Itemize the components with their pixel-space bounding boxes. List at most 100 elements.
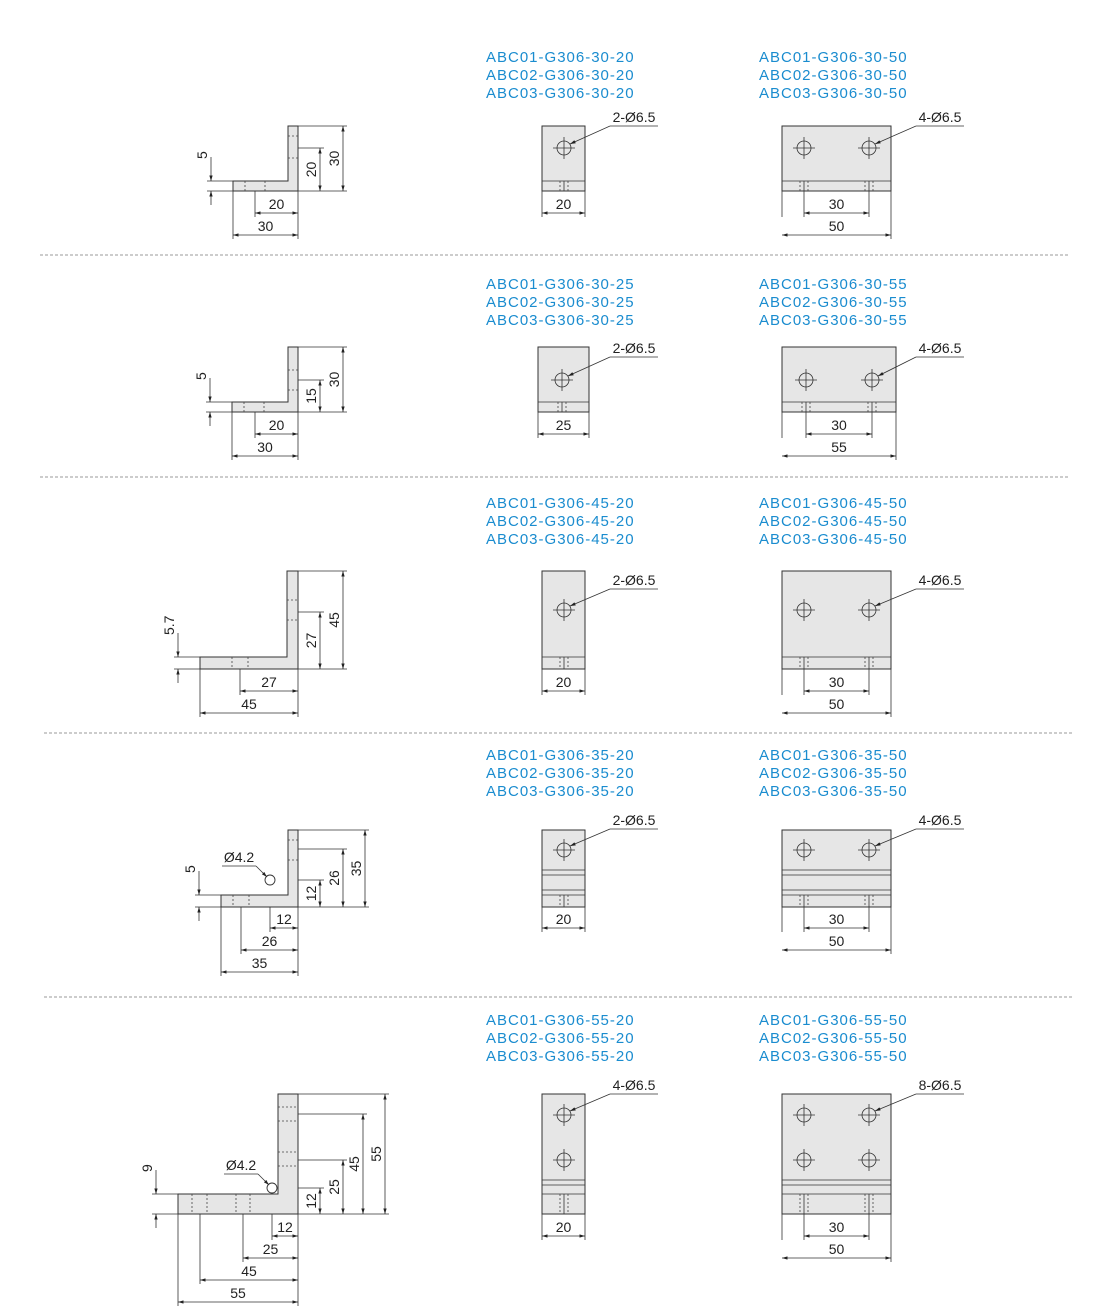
part-number: ABC03-G306-45-20	[486, 531, 635, 548]
leader-line	[567, 356, 611, 377]
dimension-label: 50	[829, 696, 845, 712]
dimension-label: 20	[556, 196, 572, 212]
part-number: ABC03-G306-30-20	[486, 85, 635, 102]
part-number: ABC03-G306-55-20	[486, 1048, 635, 1065]
relief-hole-icon	[264, 874, 276, 886]
dimension-label: 30	[326, 372, 342, 388]
mounting-hole-icon	[795, 369, 817, 391]
right-front-view-4: ABC01-G306-55-50ABC02-G306-55-50ABC03-G3…	[759, 1012, 964, 1262]
dimension-label: 55	[368, 1146, 384, 1162]
dimension-label: 55	[831, 439, 847, 455]
right-front-view-2: ABC01-G306-45-50ABC02-G306-45-50ABC03-G3…	[759, 495, 964, 717]
dimension-label: 55	[230, 1285, 246, 1301]
side-view-1: 15 30 20 30 5	[193, 346, 347, 460]
mounting-hole-icon	[793, 137, 815, 159]
dimension-label: 30	[829, 674, 845, 690]
part-number: ABC01-G306-35-50	[759, 747, 908, 764]
dimension-label: 30	[257, 439, 273, 455]
mounting-hole-icon	[553, 599, 575, 621]
part-number: ABC01-G306-45-50	[759, 495, 908, 512]
hole-callout: 2-Ø6.5	[613, 109, 656, 125]
dimension-label: 12	[303, 1193, 319, 1209]
plate-face	[781, 346, 897, 413]
leader-line	[569, 588, 611, 607]
dimension-label: 45	[326, 612, 342, 628]
part-number: ABC02-G306-35-20	[486, 765, 635, 782]
part-number: ABC01-G306-30-20	[486, 49, 635, 66]
part-number: ABC03-G306-55-50	[759, 1048, 908, 1065]
plate-face	[781, 125, 892, 192]
part-number: ABC02-G306-55-20	[486, 1030, 635, 1047]
part-number: ABC03-G306-35-50	[759, 783, 908, 800]
part-number: ABC03-G306-30-50	[759, 85, 908, 102]
dimension-label: 12	[276, 911, 292, 927]
hole-callout: 4-Ø6.5	[919, 109, 962, 125]
dimension-label: 45	[241, 696, 257, 712]
part-number: ABC02-G306-55-50	[759, 1030, 908, 1047]
dimension-label: 5	[193, 372, 209, 380]
leader-line	[569, 125, 611, 145]
dimension-label: 26	[262, 933, 278, 949]
bracket-profile	[220, 829, 299, 908]
leader-line	[874, 828, 917, 847]
part-number: ABC01-G306-30-25	[486, 276, 635, 293]
right-front-view-3: ABC01-G306-35-50ABC02-G306-35-50ABC03-G3…	[759, 747, 964, 954]
hole-callout: 2-Ø6.5	[613, 812, 656, 828]
hole-callout: 4-Ø6.5	[919, 572, 962, 588]
dimension-label: 30	[829, 911, 845, 927]
dimension-label: 50	[829, 1241, 845, 1257]
mounting-hole-icon	[553, 137, 575, 159]
dimension-label: 25	[556, 417, 572, 433]
mid-front-view-3: ABC01-G306-35-20ABC02-G306-35-20ABC03-G3…	[486, 747, 658, 932]
part-number: ABC02-G306-30-55	[759, 294, 908, 311]
mid-front-view-4: ABC01-G306-55-20ABC02-G306-55-20ABC03-G3…	[486, 1012, 658, 1240]
leader-line	[255, 865, 268, 878]
dimension-label: 50	[829, 933, 845, 949]
leader-line	[874, 588, 917, 607]
mid-front-view-0: ABC01-G306-30-20ABC02-G306-30-20ABC03-G3…	[486, 49, 658, 217]
hole-callout: Ø4.2	[226, 1157, 257, 1173]
part-number: ABC01-G306-45-20	[486, 495, 635, 512]
hole-callout: 2-Ø6.5	[613, 340, 656, 356]
dimension-label: 5.7	[161, 615, 177, 635]
dimension-label: 20	[556, 1219, 572, 1235]
dimension-label: 35	[252, 955, 268, 971]
mounting-hole-icon	[858, 599, 880, 621]
dimension-label: 12	[303, 886, 319, 902]
dimension-label: 27	[261, 674, 277, 690]
hole-callout: 2-Ø6.5	[613, 572, 656, 588]
dimension-label: 20	[556, 911, 572, 927]
plate-face	[541, 125, 586, 192]
mounting-hole-icon	[858, 1104, 880, 1126]
right-front-view-1: ABC01-G306-30-55ABC02-G306-30-55ABC03-G3…	[759, 276, 964, 460]
leader-line	[874, 1093, 917, 1112]
dimension-label: 50	[829, 218, 845, 234]
part-number: ABC01-G306-55-50	[759, 1012, 908, 1029]
mounting-hole-icon	[793, 1149, 815, 1171]
leader-line	[877, 356, 917, 377]
dimension-label: 45	[241, 1263, 257, 1279]
part-number: ABC02-G306-45-50	[759, 513, 908, 530]
mounting-hole-icon	[553, 1104, 575, 1126]
dimension-label: 20	[269, 417, 285, 433]
mounting-hole-icon	[858, 839, 880, 861]
dimension-label: 15	[303, 388, 319, 404]
part-number: ABC03-G306-30-55	[759, 312, 908, 329]
hole-callout: 8-Ø6.5	[919, 1077, 962, 1093]
dimension-label: 30	[326, 151, 342, 167]
dimension-label: 30	[831, 417, 847, 433]
dimension-label: 5	[194, 151, 210, 159]
leader-line	[569, 1093, 611, 1112]
dimension-label: 30	[829, 196, 845, 212]
dimension-label: 12	[277, 1219, 293, 1235]
plate-face	[781, 829, 892, 908]
dimension-label: 30	[829, 1219, 845, 1235]
mounting-hole-icon	[858, 1149, 880, 1171]
dimension-label: 26	[326, 870, 342, 886]
plate-face	[537, 346, 590, 413]
dimension-label: 27	[303, 633, 319, 649]
plate-face	[541, 570, 586, 670]
